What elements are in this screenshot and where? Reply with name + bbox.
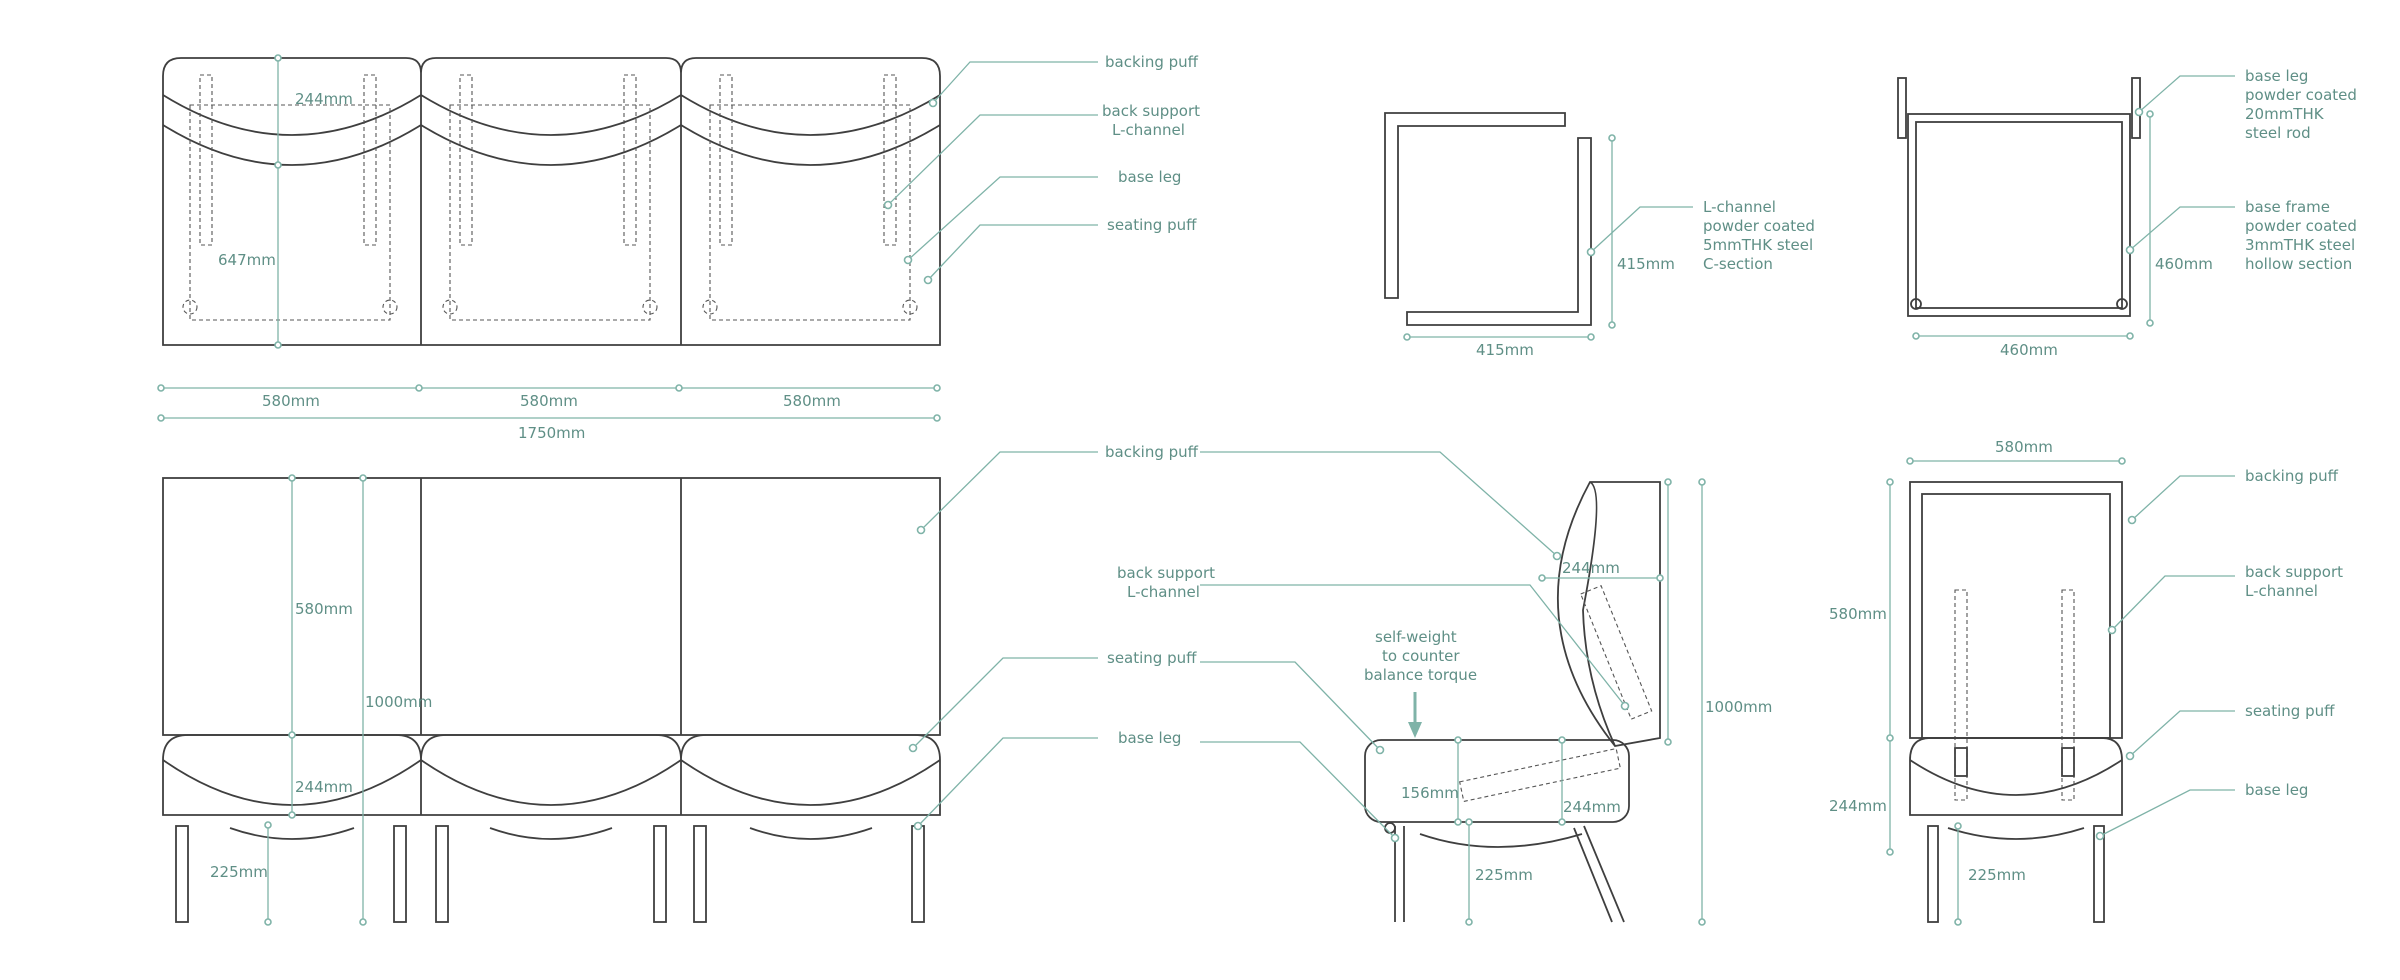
- dim-580-seat-2: 580mm: [520, 392, 578, 410]
- l-channel-detail: 415mm 415mm L-channel powder coated 5mmT…: [1384, 112, 1815, 359]
- dim-244-end: 244mm: [1829, 797, 1887, 815]
- dim-580-back-front: 580mm: [295, 600, 353, 618]
- end-elevation-view: 580mm 580mm 244mm 225mm backing puff bac…: [1829, 438, 2343, 926]
- label-back-support-end-2: L-channel: [2245, 582, 2318, 600]
- label-baseframe-spec-4: hollow section: [2245, 255, 2352, 273]
- base-frame-detail: 460mm 460mm base leg powder coated 20mmT…: [1897, 67, 2357, 359]
- dim-225-front: 225mm: [210, 863, 268, 881]
- dim-225-side: 225mm: [1475, 866, 1533, 884]
- label-baseframe-spec-3: 3mmTHK steel: [2245, 236, 2355, 254]
- label-back-support-side-2: L-channel: [1127, 583, 1200, 601]
- label-self-weight-3: balance torque: [1364, 666, 1477, 684]
- dim-415-width: 415mm: [1476, 341, 1534, 359]
- label-seating-puff-end: seating puff: [2245, 702, 2335, 720]
- label-backing-puff-top: backing puff: [1105, 53, 1199, 71]
- label-backing-puff-front: backing puff: [1105, 443, 1199, 461]
- label-backing-puff-end: backing puff: [2245, 467, 2339, 485]
- label-back-support-top-2: L-channel: [1112, 121, 1185, 139]
- width-dimensions: 580mm 580mm 580mm 1750mm: [157, 384, 941, 442]
- dim-1000-side: 1000mm: [1705, 698, 1772, 716]
- label-seating-puff-top: seating puff: [1107, 216, 1197, 234]
- label-self-weight-2: to counter: [1382, 647, 1460, 665]
- dim-1750-total: 1750mm: [518, 424, 585, 442]
- label-back-support-end-1: back support: [2245, 563, 2343, 581]
- dim-244-backrest: 244mm: [1562, 559, 1620, 577]
- label-baseleg-spec-1: base leg: [2245, 67, 2308, 85]
- label-self-weight-1: self-weight: [1375, 628, 1457, 646]
- dim-415-height: 415mm: [1617, 255, 1675, 273]
- top-plan-view: 244mm 647mm backing puff back support L-…: [162, 53, 1200, 349]
- label-baseleg-spec-4: steel rod: [2245, 124, 2311, 142]
- dim-244-seat-front: 244mm: [295, 778, 353, 796]
- label-back-support-top-1: back support: [1102, 102, 1200, 120]
- side-section-view: self-weight to counter balance torque 24…: [1117, 451, 1772, 926]
- dim-647-top: 647mm: [218, 251, 276, 269]
- dim-580-seat-3: 580mm: [783, 392, 841, 410]
- label-lchannel-spec-2: powder coated: [1703, 217, 1815, 235]
- dim-580-end-width: 580mm: [1995, 438, 2053, 456]
- label-lchannel-spec-3: 5mmTHK steel: [1703, 236, 1813, 254]
- dim-244-seat-side: 244mm: [1563, 798, 1621, 816]
- dim-580-seat-1: 580mm: [262, 392, 320, 410]
- label-baseframe-spec-2: powder coated: [2245, 217, 2357, 235]
- dim-156-seat: 156mm: [1401, 784, 1459, 802]
- dim-244-top: 244mm: [295, 90, 353, 108]
- label-lchannel-spec-1: L-channel: [1703, 198, 1776, 216]
- label-base-leg-top: base leg: [1118, 168, 1181, 186]
- label-lchannel-spec-4: C-section: [1703, 255, 1773, 273]
- label-baseframe-spec-1: base frame: [2245, 198, 2330, 216]
- dim-460-height: 460mm: [2155, 255, 2213, 273]
- label-baseleg-spec-3: 20mmTHK: [2245, 105, 2325, 123]
- dim-460-width: 460mm: [2000, 341, 2058, 359]
- dim-580-end-height: 580mm: [1829, 605, 1887, 623]
- label-base-leg-end: base leg: [2245, 781, 2308, 799]
- label-back-support-side-1: back support: [1117, 564, 1215, 582]
- dim-1000-front: 1000mm: [365, 693, 432, 711]
- label-base-leg-front: base leg: [1118, 729, 1181, 747]
- label-baseleg-spec-2: powder coated: [2245, 86, 2357, 104]
- dim-225-end: 225mm: [1968, 866, 2026, 884]
- front-elevation-view: 580mm 244mm 1000mm 225mm backing puff se…: [162, 443, 1199, 926]
- label-seating-puff-front: seating puff: [1107, 649, 1197, 667]
